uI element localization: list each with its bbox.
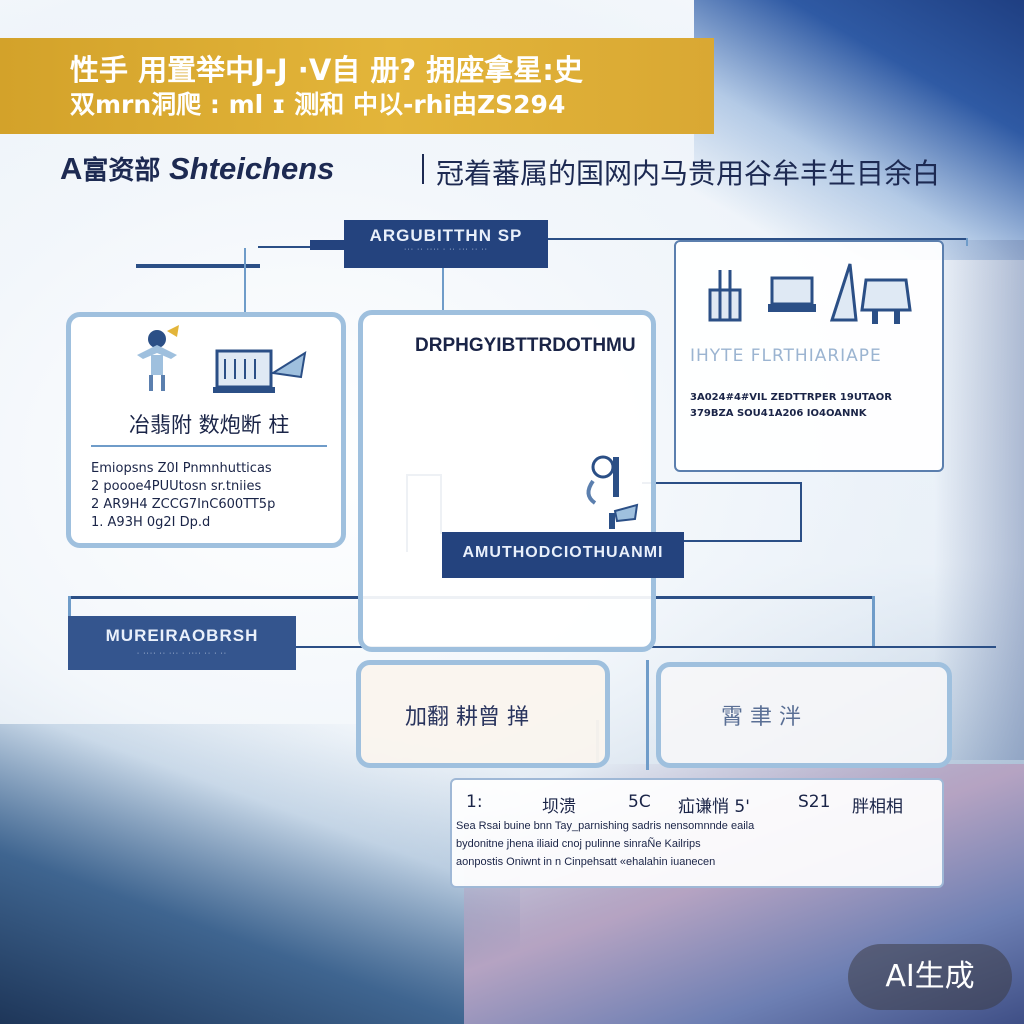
right-card: IHYTE FLRTHIARIAPE 3A024#4#VIL ZEDTTRPER… [674, 240, 944, 472]
connector-line [966, 238, 968, 246]
connector-line [684, 540, 802, 542]
lower-left-box: 加翻 耕曾 掸 [356, 660, 610, 768]
bottom-card-header-3: 5C [628, 792, 651, 812]
top-tag-title: ARGUBITTHN SP [369, 226, 523, 245]
connector-line [642, 482, 802, 484]
connector-line [872, 596, 875, 646]
left-card-divider [91, 445, 327, 447]
brand-name: Shteichens [169, 151, 335, 186]
worker-icon [575, 451, 645, 535]
top-tag-subtitle: ··· ·· ···· · ·· ··· ·· ·· [404, 246, 488, 253]
bottom-card-header-4: 疝谦悄 5' [678, 797, 750, 817]
left-card-line-4: 1. A93H 0g2I Dp.d [91, 515, 211, 530]
top-category-tag: ARGUBITTHN SP ··· ·· ···· · ·· ··· ·· ·· [344, 220, 548, 268]
connector-line [800, 482, 802, 540]
connector-line [244, 248, 246, 314]
bottom-card: 1: 坝溃 5C 疝谦悄 5' S21 胖相相 Sea Rsai buine b… [450, 778, 944, 888]
bottom-card-line-2: bydonitne jhena iliaid cnoj pulinne sinr… [456, 838, 701, 850]
ai-generated-watermark: AI生成 [848, 944, 1012, 1010]
bottom-card-header-5: S21 [798, 792, 831, 812]
brand-separator [422, 154, 424, 184]
banner-line-1: 性手 用置举中J-J ·V自 册? 拥座拿星:史 [70, 53, 583, 87]
banner-line-2: 双mrn洞爬 : ml ɪ 测和 中以-rhi由ZS294 [70, 90, 566, 119]
bottom-card-line-3: aonpostis Oniwnt in n Cinpehsatt «ehalah… [456, 856, 716, 868]
person-icon [127, 325, 187, 399]
left-card: 冶翡附 数炮断 柱 Emiopsns Z0I Pnmnhutticas 2 po… [66, 312, 346, 548]
connector-line [136, 264, 260, 268]
center-tag-title: AMUTHODCIOTHUANMI [462, 544, 664, 561]
background-city-bottom-left [0, 724, 520, 1024]
center-category-tag: AMUTHODCIOTHUANMI [442, 532, 684, 578]
left-card-line-2: 2 poooe4PUUtosn sr.tniies [91, 479, 262, 494]
brand-title: A富资部 Shteichens [60, 150, 334, 187]
lower-right-box-text: 霄 聿 泮 [721, 705, 801, 730]
right-card-line-1: 3A024#4#VIL ZEDTTRPER 19UTAOR [690, 392, 892, 403]
connector-line [646, 660, 649, 770]
connector-line [548, 238, 968, 240]
bottom-card-header-2: 坝溃 [542, 797, 576, 817]
bottom-card-header-6: 胖相相 [852, 797, 903, 817]
left-card-line-3: 2 AR9H4 ZCCG7InC600TT5p [91, 497, 276, 512]
bottom-card-line-1: Sea Rsai buine bnn Tay_parnishing sadris… [456, 820, 755, 832]
lower-right-box: 霄 聿 泮 [656, 662, 952, 768]
bottom-card-header-1: 1: [466, 792, 483, 812]
brand-name-cjk: 富资部 [82, 155, 161, 185]
center-card-heading: DRPHGYIBTTRDOTHMU [415, 335, 636, 356]
right-card-line-2: 379BZA SOU41A206 IO4OANNK [690, 408, 867, 419]
connector-line [442, 268, 444, 312]
tag-pointer [310, 240, 346, 250]
left-card-heading: 冶翡附 数炮断 柱 [129, 413, 290, 437]
tools-icon [702, 260, 922, 334]
left-card-line-1: Emiopsns Z0I Pnmnhutticas [91, 461, 272, 476]
laptop-icon [211, 343, 311, 403]
brand-prefix: A [60, 151, 83, 186]
left-tag-title: MUREIRAOBRSH [105, 626, 259, 645]
watermark-label: AI生成 [885, 959, 975, 994]
brand-subtitle: 冠着蕃属的国网内马贵用谷牟丰生目余白 [436, 157, 941, 190]
connector-line [258, 246, 310, 248]
connector-line [68, 596, 71, 616]
lower-left-box-text: 加翻 耕曾 掸 [405, 705, 529, 730]
title-banner: 性手 用置举中J-J ·V自 册? 拥座拿星:史 双mrn洞爬 : ml ɪ 测… [0, 38, 714, 134]
left-tag-subtitle: · ···· ·· ··· · ···· ·· · ·· [136, 650, 228, 657]
center-card: DRPHGYIBTTRDOTHMU [358, 310, 656, 652]
left-category-tag: MUREIRAOBRSH · ···· ·· ··· · ···· ·· · ·… [68, 616, 296, 670]
background-city-top-right [694, 0, 1024, 260]
right-card-heading: IHYTE FLRTHIARIAPE [690, 346, 882, 366]
